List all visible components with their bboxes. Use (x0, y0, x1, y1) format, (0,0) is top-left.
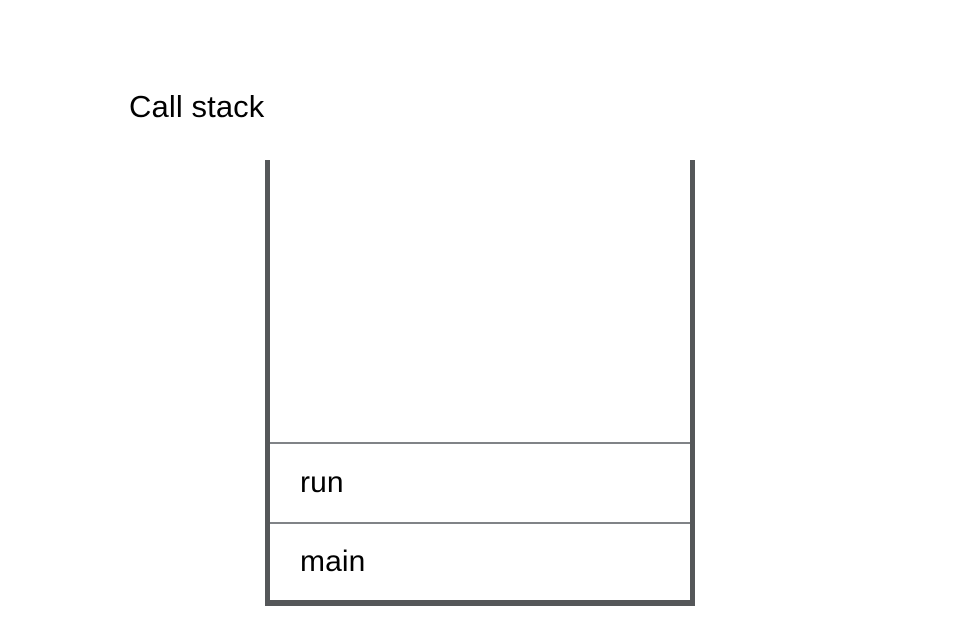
page-title: Call stack (129, 89, 265, 124)
stack-empty-space (270, 160, 690, 442)
stack-frame-label: run (300, 466, 344, 499)
stack-frame-list: run main (270, 160, 690, 600)
stack-right-wall (690, 160, 695, 606)
stack-bottom-wall (265, 600, 695, 606)
stack-frame-label: main (300, 545, 366, 578)
call-stack-diagram: run main (265, 160, 695, 606)
stack-frame: main (270, 522, 690, 600)
stack-left-wall (265, 160, 270, 606)
stack-frame: run (270, 442, 690, 522)
